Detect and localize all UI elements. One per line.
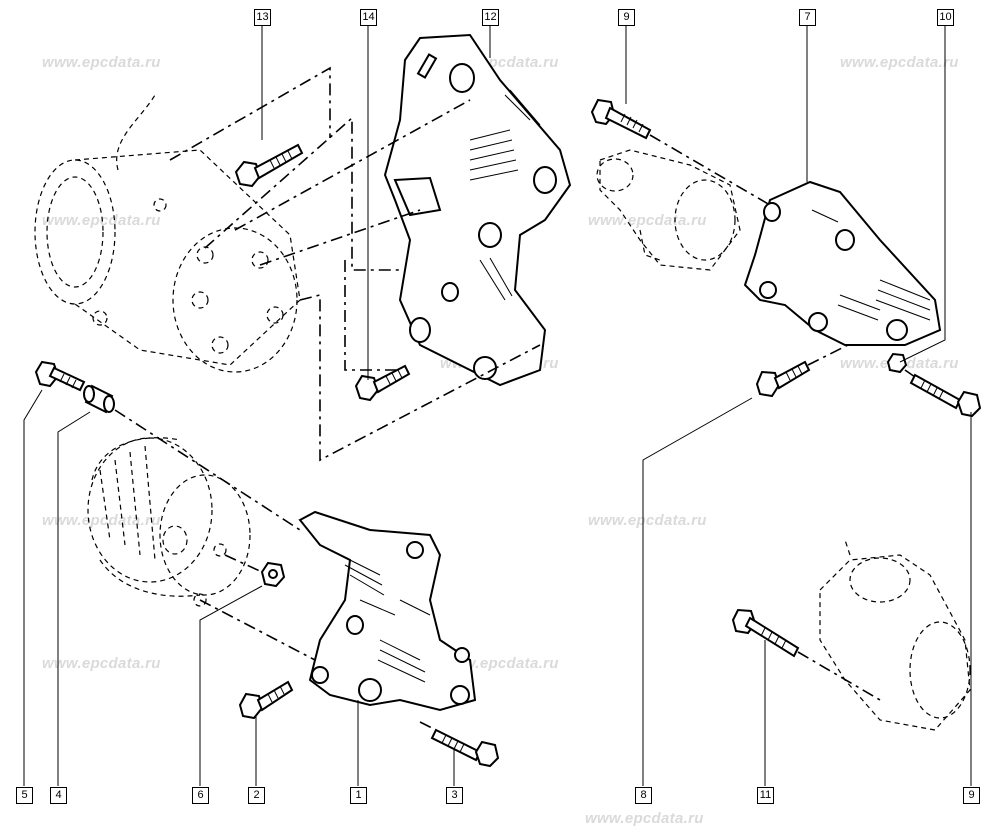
- callout-6: 6: [192, 787, 209, 804]
- bolt-13: [234, 143, 304, 188]
- watermark: www.epcdata.ru: [42, 212, 161, 229]
- callout-4: 4: [50, 787, 67, 804]
- assembly-line-alternator-lower: [199, 599, 316, 661]
- nut-6: [224, 554, 286, 588]
- watermark: www.epcdata.ru: [840, 54, 959, 71]
- callout-3: 3: [446, 787, 463, 804]
- upper-bracket-part: [383, 33, 572, 387]
- callout-12: 12: [482, 9, 499, 26]
- callout-10: 10: [937, 9, 954, 26]
- assembly-line-alternator: [114, 409, 301, 531]
- watermark: www.epcdata.ru: [588, 512, 707, 529]
- callout-14: 14: [360, 9, 377, 26]
- bolt-9-upper: [590, 98, 771, 206]
- bolt-14: [354, 364, 411, 402]
- watermark: www.epcdata.ru: [42, 655, 161, 672]
- nut-10: [886, 352, 908, 374]
- ac-compressor-phantom: [34, 94, 301, 373]
- callout-5: 5: [16, 787, 33, 804]
- callout-8: 8: [635, 787, 652, 804]
- alternator-bracket-part: [298, 510, 477, 712]
- callout-13: 13: [254, 9, 271, 26]
- watermark: www.epcdata.ru: [42, 512, 161, 529]
- water-outlet-phantom: [596, 149, 741, 271]
- assembly-lines-upper: [169, 66, 541, 462]
- callout-7: 7: [799, 9, 816, 26]
- watermark: www.epcdata.ru: [42, 54, 161, 71]
- bolt-8: [755, 344, 849, 398]
- callout-11: 11: [757, 787, 774, 804]
- bolt-3: [419, 721, 500, 768]
- callout-9-bottom: 9: [963, 787, 980, 804]
- leader-lines: [23, 26, 972, 786]
- bolt-2: [238, 680, 294, 720]
- spacer-4: [83, 384, 115, 414]
- bolt-5: [34, 360, 86, 392]
- callout-1: 1: [350, 787, 367, 804]
- bracket-7-part: [743, 180, 942, 346]
- starter-motor-phantom: [819, 539, 971, 731]
- callout-2: 2: [248, 787, 265, 804]
- alternator-phantom: [87, 437, 251, 607]
- watermark: www.epcdata.ru: [588, 212, 707, 229]
- bolt-9-right: [904, 369, 982, 418]
- bolt-11: [731, 608, 881, 701]
- callout-9-top: 9: [618, 9, 635, 26]
